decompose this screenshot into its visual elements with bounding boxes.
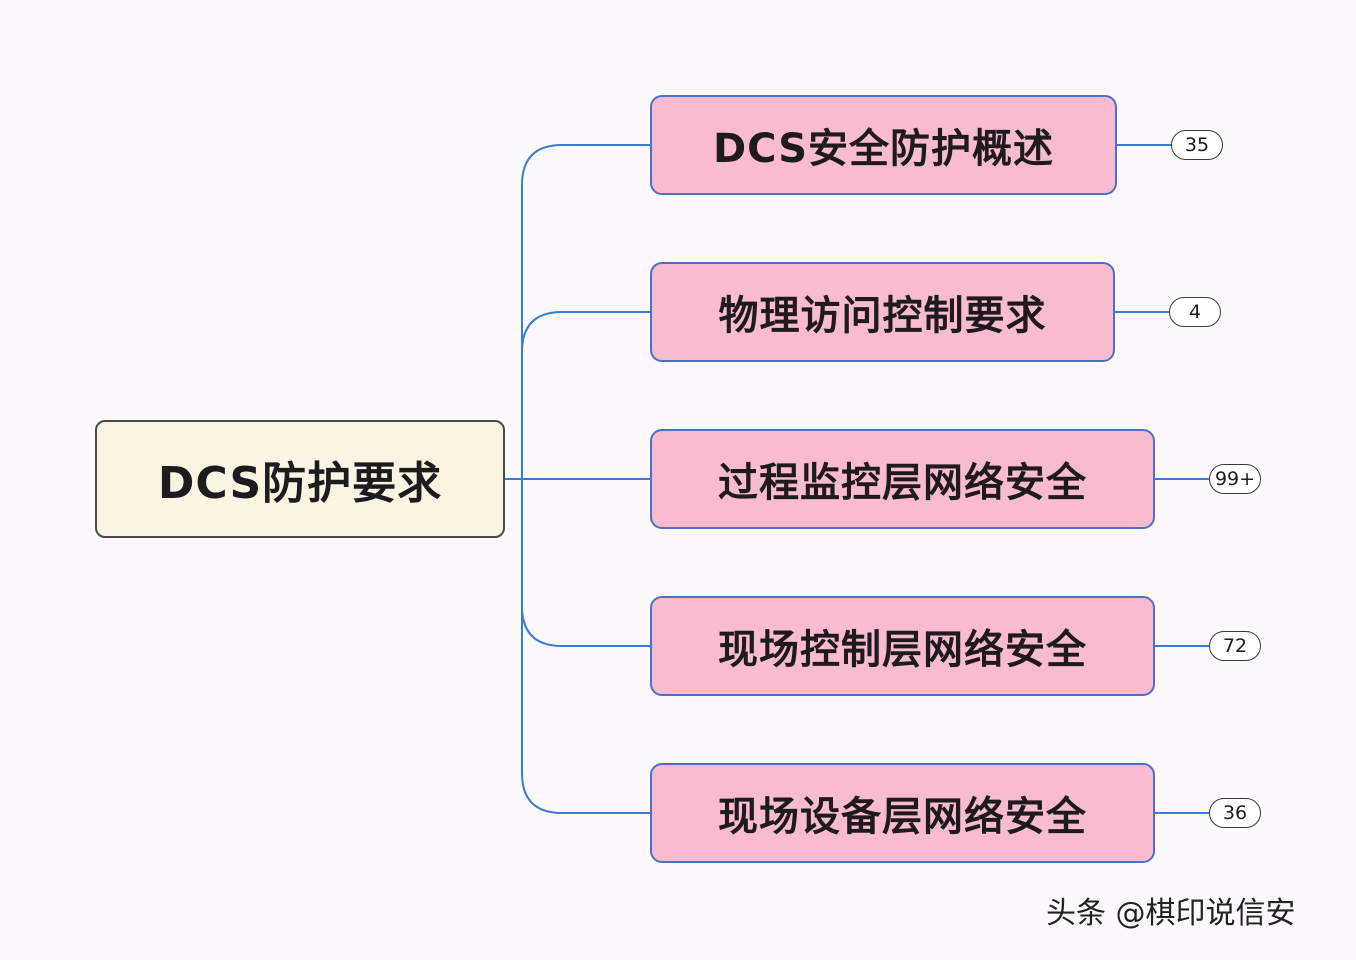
connector-branch-5 bbox=[521, 479, 650, 814]
branch-count-badge-4[interactable]: 72 bbox=[1209, 631, 1261, 661]
branch-count: 72 bbox=[1222, 635, 1248, 657]
root-node-label: DCS防护要求 bbox=[157, 458, 443, 509]
branch-node-4[interactable]: 现场控制层网络安全 bbox=[650, 596, 1155, 696]
branch-node-2[interactable]: 物理访问控制要求 bbox=[650, 262, 1115, 362]
connector-branch-4 bbox=[521, 479, 650, 647]
branch-count-badge-5[interactable]: 36 bbox=[1209, 798, 1261, 828]
branch-count: 99+ bbox=[1214, 468, 1256, 490]
watermark: 头条 @棋印说信安 bbox=[1046, 896, 1296, 931]
connector-branch-1 bbox=[521, 144, 650, 479]
branch-node-label: 物理访问控制要求 bbox=[718, 293, 1047, 339]
branch-node-label: 现场设备层网络安全 bbox=[718, 794, 1087, 840]
branch-node-label: 过程监控层网络安全 bbox=[718, 460, 1087, 506]
branch-node-label: 现场控制层网络安全 bbox=[718, 627, 1087, 673]
branch-node-1[interactable]: DCS安全防护概述 bbox=[650, 95, 1117, 195]
root-node[interactable]: DCS防护要求 bbox=[95, 420, 505, 538]
branch-count: 35 bbox=[1184, 134, 1210, 156]
branch-count-badge-2[interactable]: 4 bbox=[1169, 297, 1221, 327]
branch-node-3[interactable]: 过程监控层网络安全 bbox=[650, 429, 1155, 529]
branch-count: 36 bbox=[1222, 802, 1248, 824]
branch-node-5[interactable]: 现场设备层网络安全 bbox=[650, 763, 1155, 863]
connector-branch-2 bbox=[521, 311, 650, 479]
branch-count: 4 bbox=[1188, 301, 1202, 323]
branch-count-badge-1[interactable]: 35 bbox=[1171, 130, 1223, 160]
branch-count-badge-3[interactable]: 99+ bbox=[1209, 464, 1261, 494]
branch-node-label: DCS安全防护概述 bbox=[712, 126, 1055, 172]
